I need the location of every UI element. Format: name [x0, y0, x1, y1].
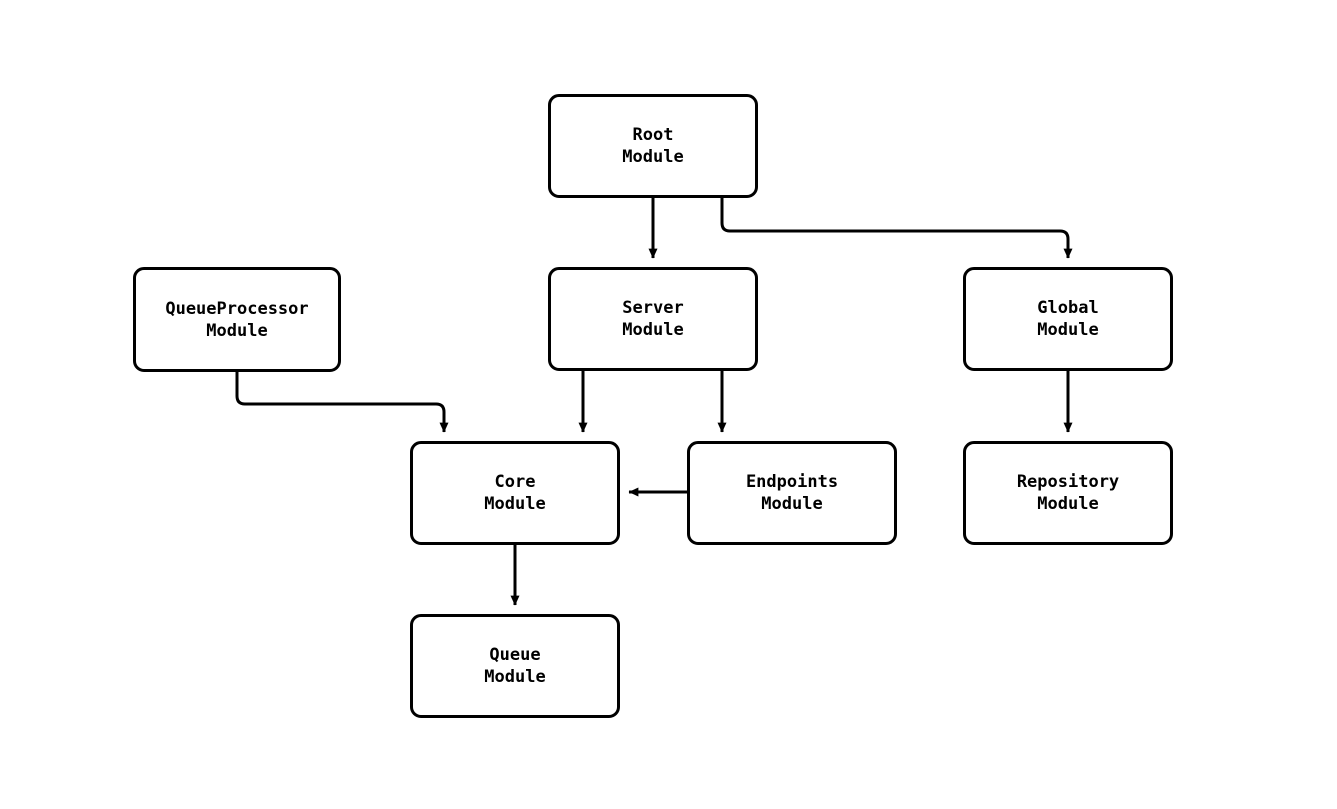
- node-repository-module[interactable]: Repository Module: [963, 441, 1173, 545]
- edge-root-global: [720, 198, 1073, 259]
- edge-queueprocessor-core: [235, 372, 449, 433]
- node-core-module-label: Core Module: [484, 472, 546, 514]
- node-queueprocessor-module-label: QueueProcessor Module: [165, 298, 309, 341]
- node-global-module[interactable]: Global Module: [963, 267, 1173, 371]
- node-root-module-label: Root Module: [622, 125, 684, 167]
- node-queue-module-label: Queue Module: [484, 645, 546, 687]
- node-queueprocessor-module[interactable]: QueueProcessor Module: [133, 267, 341, 372]
- node-repository-module-label: Repository Module: [1016, 472, 1120, 514]
- node-root-module[interactable]: Root Module: [548, 94, 758, 198]
- node-queue-module[interactable]: Queue Module: [410, 614, 620, 718]
- node-endpoints-module[interactable]: Endpoints Module: [687, 441, 897, 545]
- node-endpoints-module-label: Endpoints Module: [745, 472, 839, 514]
- node-global-module-label: Global Module: [1037, 298, 1099, 340]
- node-server-module[interactable]: Server Module: [548, 267, 758, 371]
- node-server-module-label: Server Module: [622, 298, 684, 340]
- node-core-module[interactable]: Core Module: [410, 441, 620, 545]
